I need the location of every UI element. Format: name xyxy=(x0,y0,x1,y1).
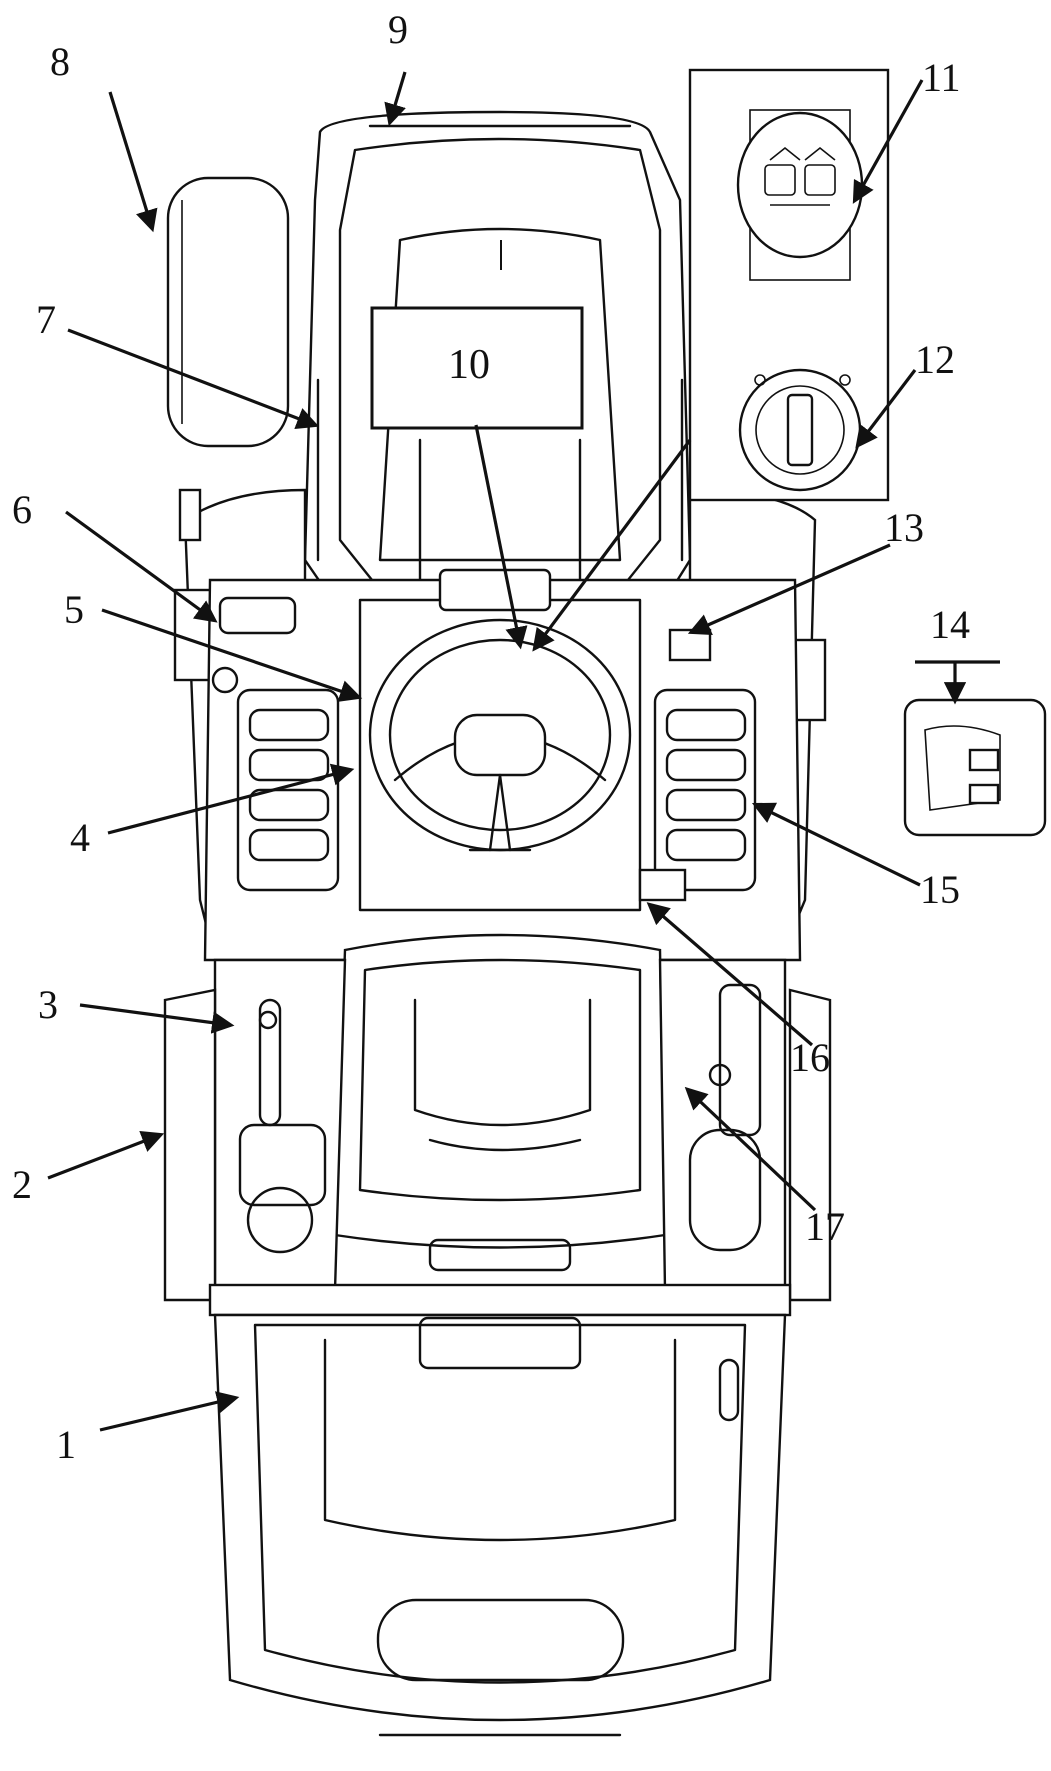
inset-panel xyxy=(688,68,890,502)
callout-15: 15 xyxy=(920,867,960,912)
switch-detail-icon xyxy=(903,698,1047,837)
callout-12: 12 xyxy=(915,337,955,382)
lower-body xyxy=(163,958,832,1302)
callout-9: 9 xyxy=(388,7,408,52)
ignition-key-icon xyxy=(738,368,862,492)
callout-6: 6 xyxy=(12,487,32,532)
steering-wheel xyxy=(368,618,632,852)
callout-8: 8 xyxy=(50,39,70,84)
right-vents xyxy=(653,688,757,892)
hood xyxy=(213,1313,787,1737)
callout-2: 2 xyxy=(12,1162,32,1207)
callout-7: 7 xyxy=(36,297,56,342)
rear-wheel xyxy=(166,176,290,448)
callout-arrows xyxy=(47,71,1000,1432)
label-box-10 xyxy=(370,306,584,430)
callout-5: 5 xyxy=(64,587,84,632)
callout-16: 16 xyxy=(790,1035,830,1080)
callout-1: 1 xyxy=(56,1422,76,1467)
callout-17: 17 xyxy=(805,1204,845,1249)
callout-3: 3 xyxy=(38,982,58,1027)
front-bar xyxy=(208,1283,792,1317)
callout-13: 13 xyxy=(884,505,924,550)
label-box-text: 10 xyxy=(448,342,490,388)
callout-14: 14 xyxy=(930,602,970,647)
left-vents xyxy=(236,688,340,892)
callout-4: 4 xyxy=(70,815,90,860)
callout-11: 11 xyxy=(922,55,961,100)
seat xyxy=(333,933,667,1272)
